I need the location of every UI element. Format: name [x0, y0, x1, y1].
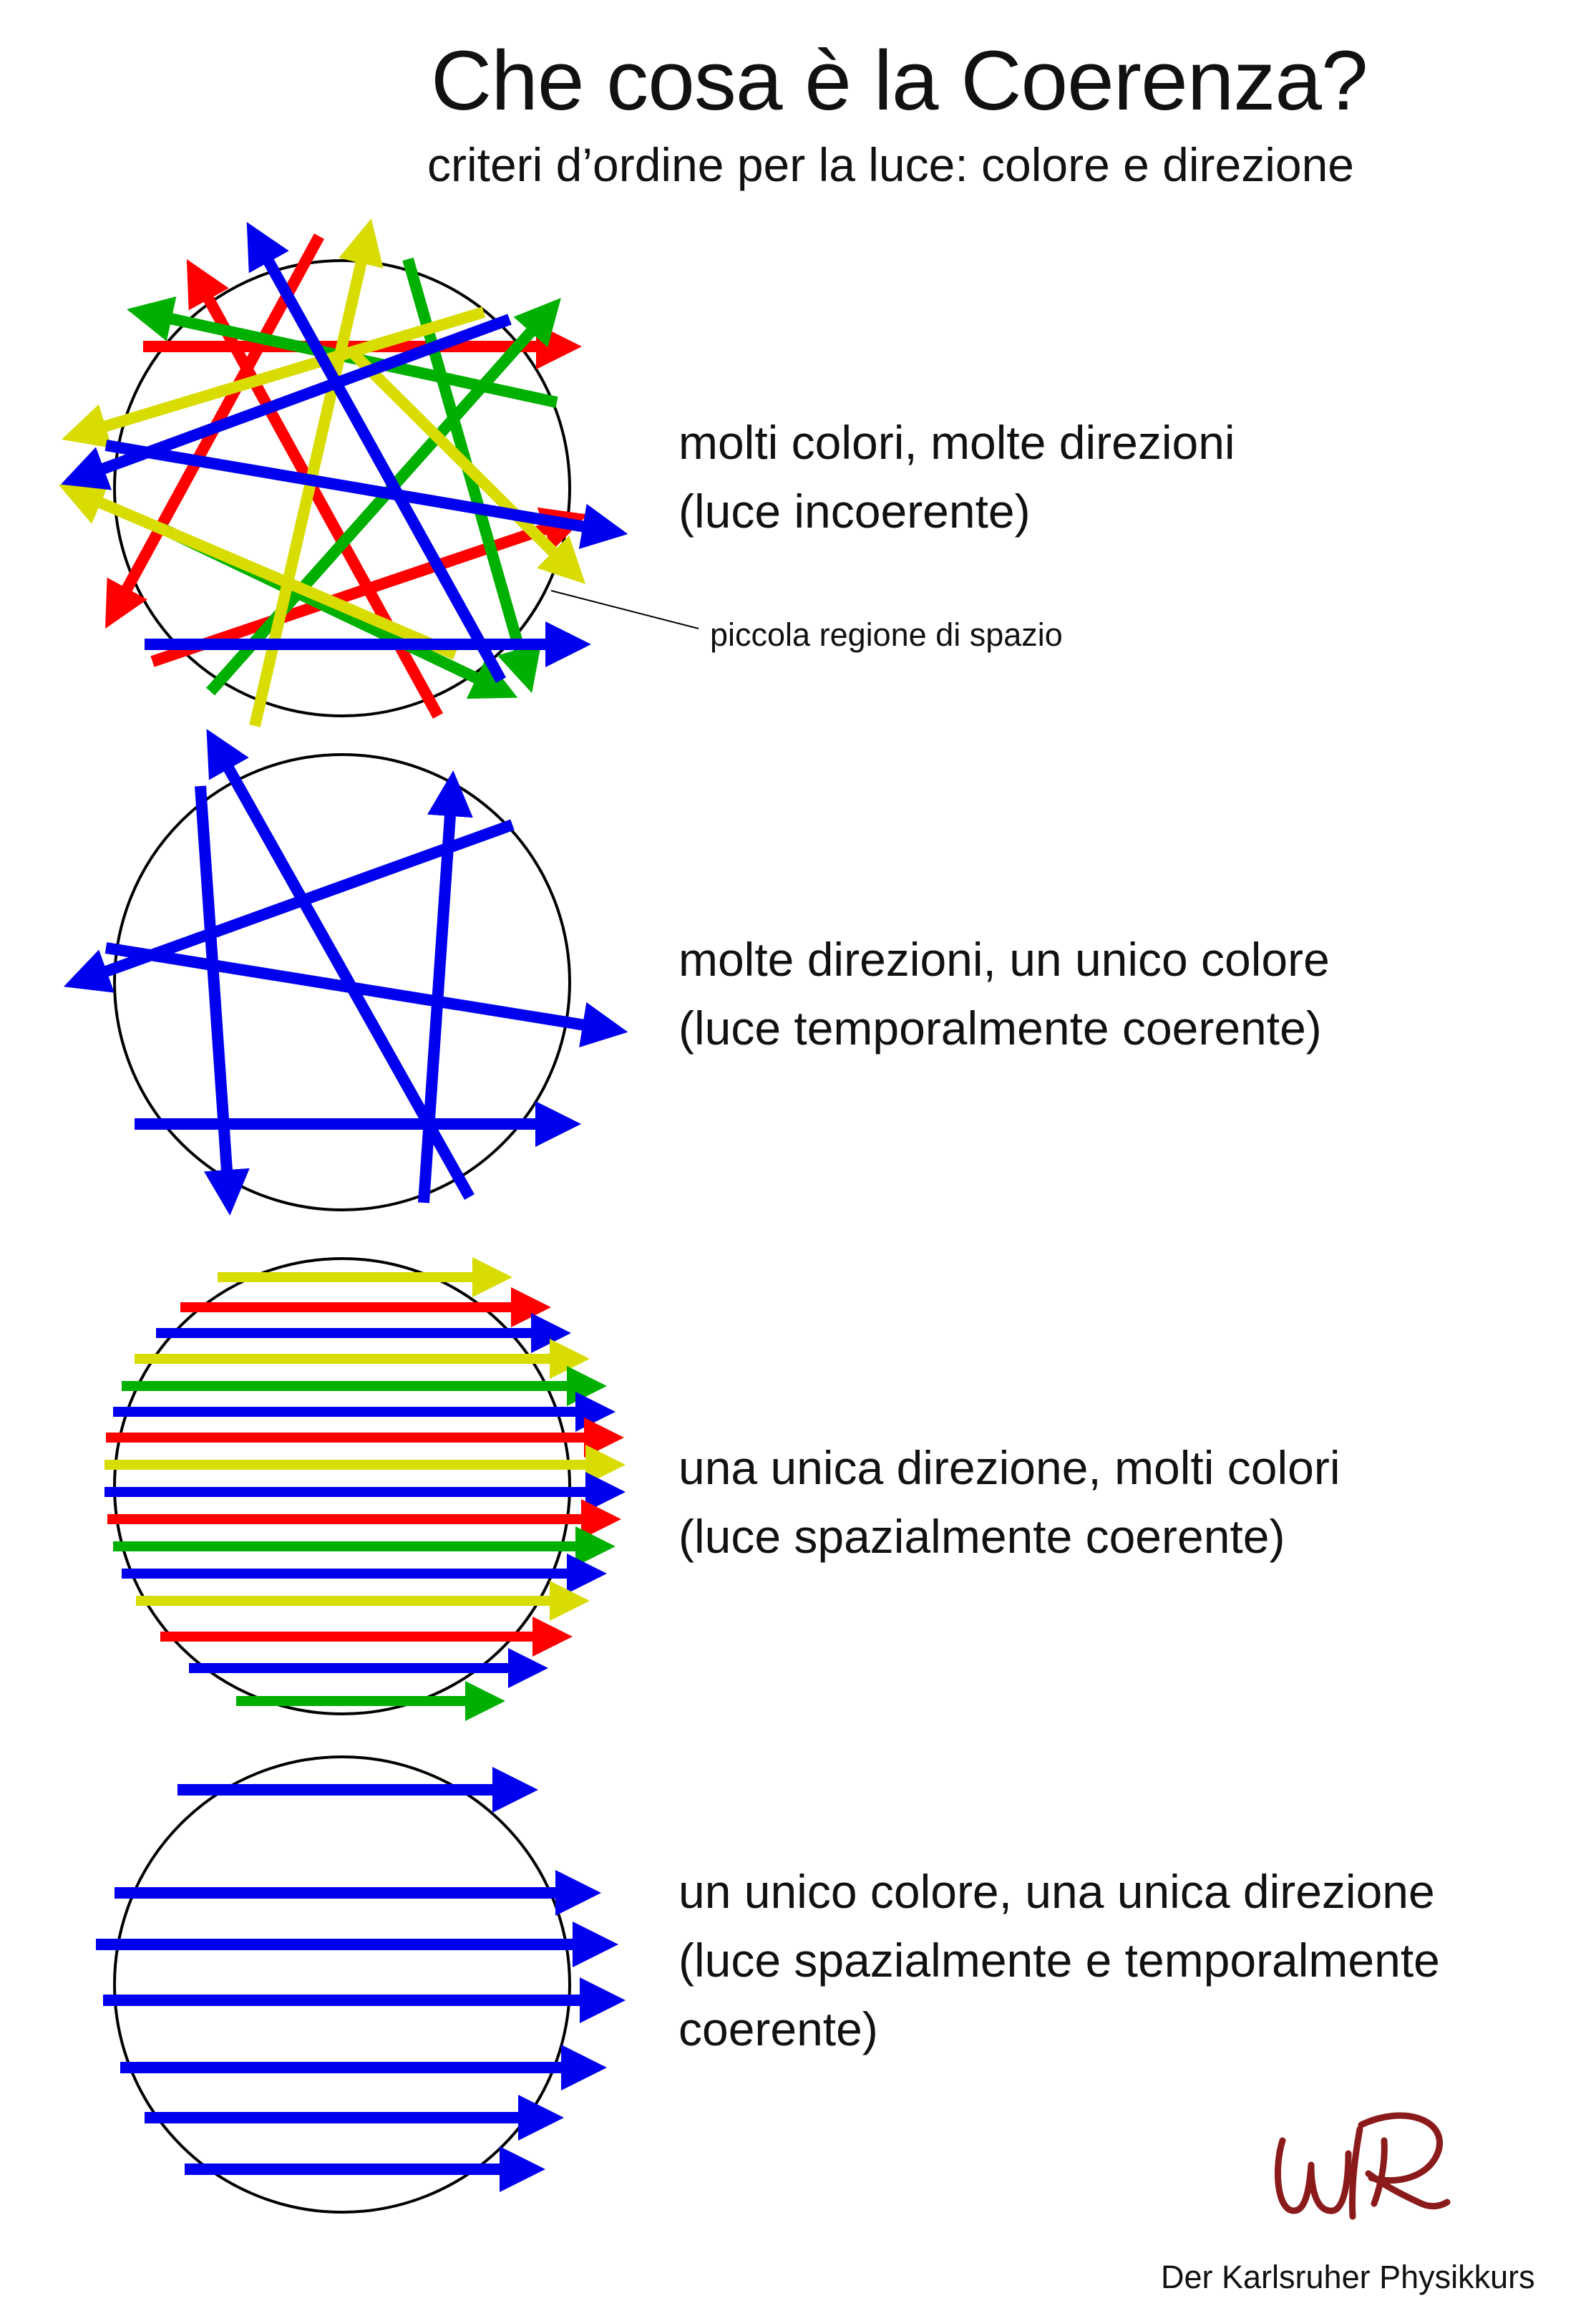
spatial-diagram — [104, 1257, 626, 1721]
label-line: (luce spazialmente e temporalmente — [678, 1934, 1440, 1987]
callout-leader — [550, 590, 699, 629]
space-region-circle — [113, 1755, 571, 2214]
incoherent-label: molti colori, molte direzioni (luce inco… — [678, 408, 1235, 546]
footer-credit: Der Karlsruher Physikkurs — [1161, 2259, 1535, 2295]
blue-ray — [418, 770, 473, 1203]
label-line: un unico colore, una unica direzione — [678, 1865, 1435, 1918]
yellow-ray — [348, 348, 586, 584]
both-diagram — [96, 1755, 626, 2214]
label-line: coerente) — [678, 2002, 878, 2055]
callout-label: piccola regione di spazio — [710, 616, 1063, 653]
incoherent-diagram — [58, 218, 699, 727]
blue-ray — [104, 942, 628, 1048]
space-region-circle — [113, 1257, 571, 1715]
yellow-ray — [58, 481, 458, 660]
blue-ray — [246, 222, 506, 683]
karlsruher-physikkurs-logo — [1274, 2112, 1451, 2220]
label-line: (luce spazialmente coerente) — [678, 1510, 1285, 1563]
label-line: molte direzioni, un unico colore — [678, 933, 1330, 986]
label-line: (luce incoerente) — [678, 485, 1031, 538]
both-label: un unico colore, una unica direzione (lu… — [678, 1857, 1440, 2063]
blue-ray — [195, 785, 250, 1216]
temporal-label: molte direzioni, un unico colore (luce t… — [678, 925, 1330, 1062]
page-title: Che cosa è la Coerenza? — [431, 34, 1368, 128]
temporal-diagram — [63, 729, 628, 1216]
green-ray — [206, 298, 561, 696]
yellow-ray — [62, 306, 486, 449]
label-line: molti colori, molte direzioni — [678, 416, 1235, 469]
blue-ray — [104, 440, 628, 549]
spatial-label: una unica direzione, molti colori (luce … — [678, 1433, 1340, 1571]
space-region-circle — [113, 753, 571, 1211]
page-subtitle: criteri d’ordine per la luce: colore e d… — [427, 138, 1354, 191]
label-line: (luce temporalmente coerente) — [678, 1002, 1322, 1055]
blue-ray — [60, 314, 512, 490]
label-line: una unica direzione, molti colori — [678, 1441, 1340, 1494]
